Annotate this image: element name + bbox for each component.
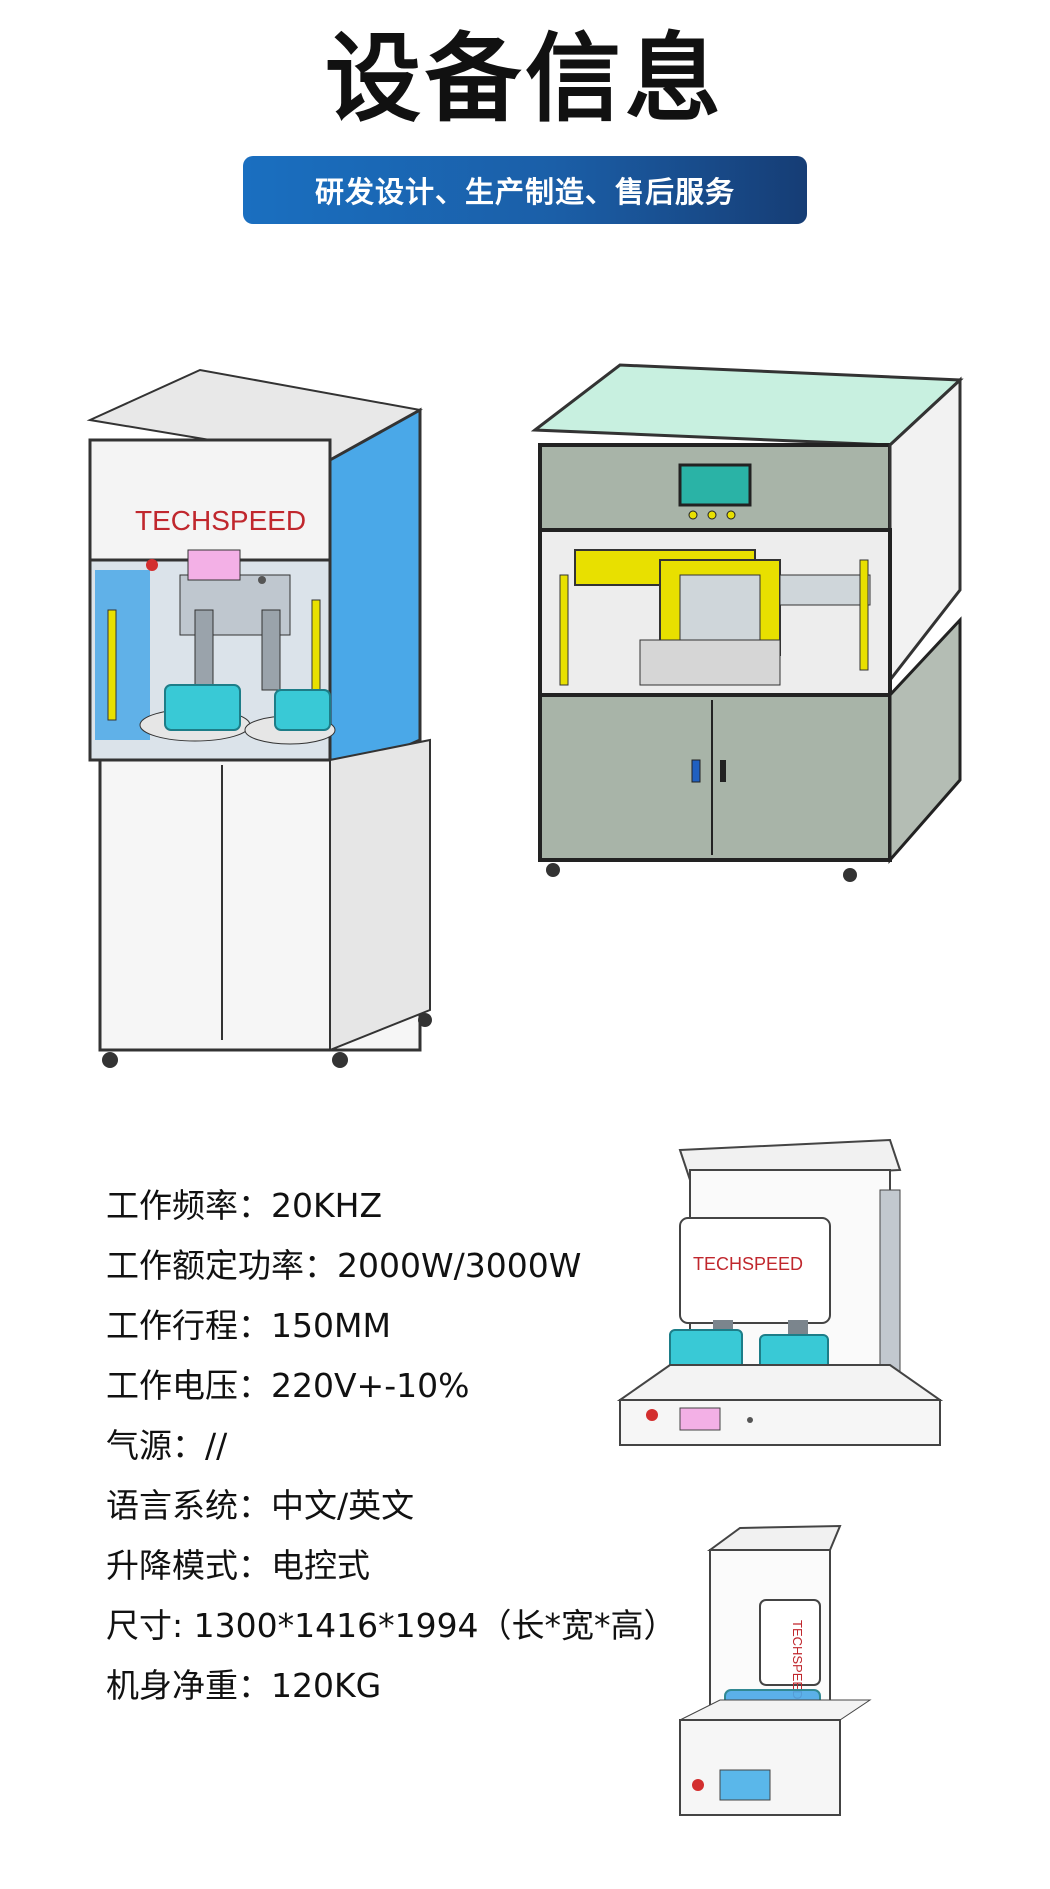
brand-label-left: TECHSPEED — [135, 505, 306, 536]
brand-label-desktop: TECHSPEED — [693, 1254, 803, 1274]
spec-stroke: 工作行程：150MM — [106, 1306, 391, 1345]
spec-air-source: 气源：// — [106, 1426, 228, 1465]
spec-lift-mode: 升降模式：电控式 — [106, 1546, 370, 1585]
side-machine-illustrations: TECHSPEED TECHSPEED — [616, 1138, 944, 1816]
spec-frequency: 工作频率：20KHZ — [106, 1186, 383, 1225]
spec-rated-power: 工作额定功率：2000W/3000W — [106, 1246, 582, 1285]
page-title: 设备信息 — [325, 23, 725, 135]
spec-dimensions: 尺寸: 1300*1416*1994（长*宽*高） — [106, 1606, 677, 1645]
spec-list: 工作频率：20KHZ 工作额定功率：2000W/3000W 工作行程：150MM… — [106, 1176, 677, 1716]
machine-illustrations: TECHSPEED — [86, 363, 964, 1068]
spec-net-weight: 机身净重：120KG — [106, 1666, 382, 1705]
right-machine-illustration — [530, 363, 964, 882]
spec-voltage: 工作电压：220V+-10% — [106, 1366, 470, 1405]
spec-language: 语言系统：中文/英文 — [106, 1486, 415, 1525]
left-machine-illustration: TECHSPEED — [86, 368, 432, 1068]
services-banner: 研发设计、生产制造、售后服务 — [243, 156, 807, 224]
brand-label-compact: TECHSPEED — [790, 1620, 805, 1699]
desktop-machine-illustration: TECHSPEED — [616, 1138, 944, 1446]
compact-machine-illustration: TECHSPEED — [679, 1524, 872, 1816]
